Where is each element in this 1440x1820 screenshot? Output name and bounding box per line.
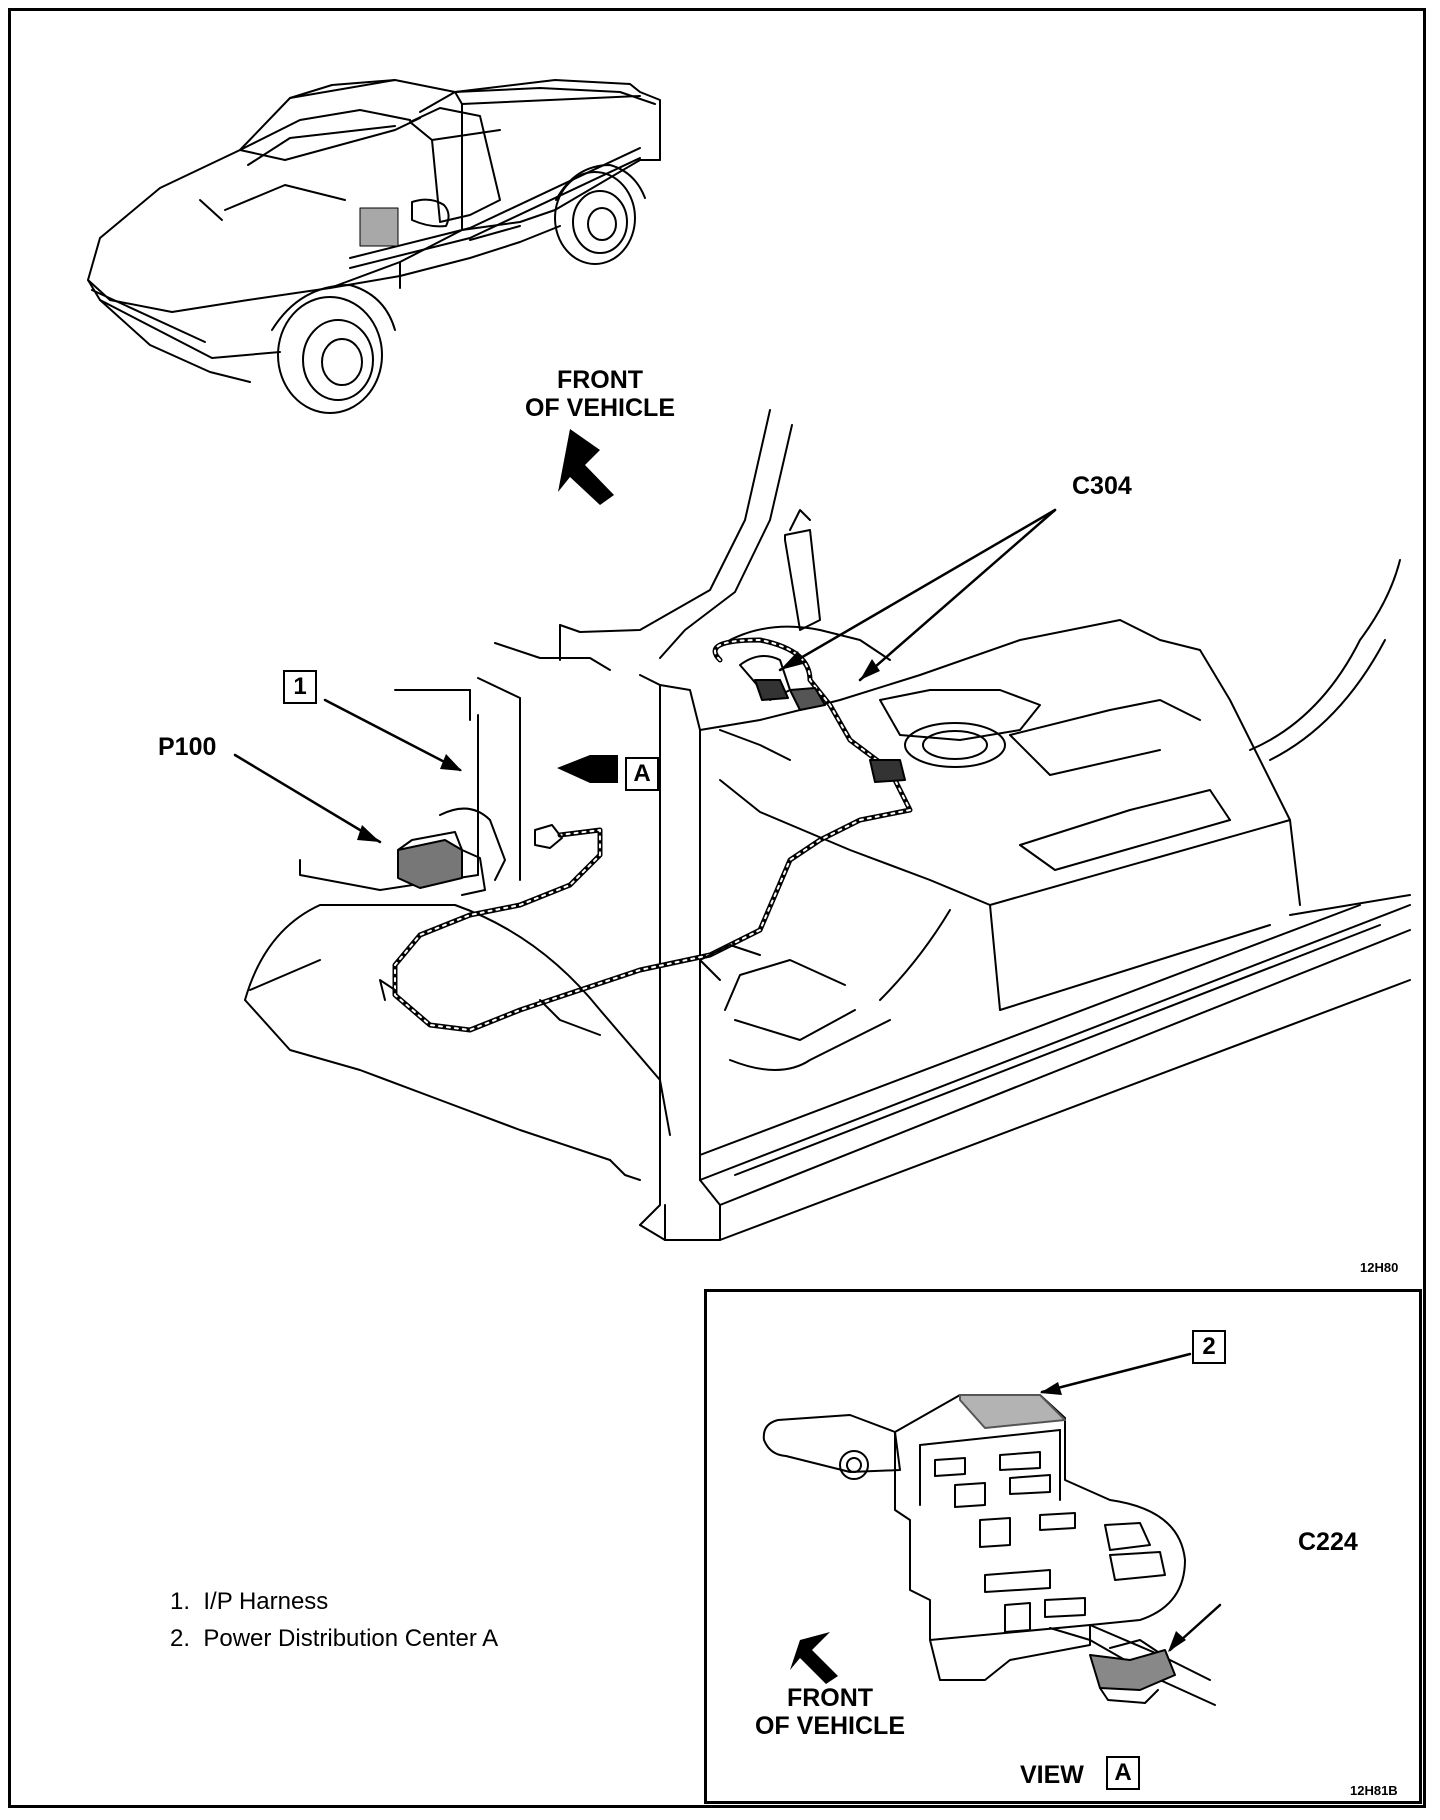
power-distribution-center-illustration [762,1352,1222,1706]
front-of-vehicle-label-inset: FRONT OF VEHICLE [740,1686,920,1739]
front-of-vehicle-inset-line-1: FRONT [786,1684,874,1712]
front-of-vehicle-line-1: FRONT [556,366,644,394]
view-a-inset [704,1289,1422,1804]
view-a-callout-box: A [625,757,659,791]
view-label: VIEW [1020,1761,1084,1789]
drawing-code-main: 12H80 [1360,1260,1399,1275]
p100-label: P100 [158,733,217,761]
pickup-truck-illustration [87,79,661,414]
front-of-vehicle-line-2: OF VEHICLE [524,394,675,422]
cab-cutaway-illustration [233,409,1411,1241]
legend-item: 2. Power Distribution Center A [170,1625,499,1652]
c224-label: C224 [1298,1528,1358,1556]
view-label-callout-box: A [1106,1756,1140,1790]
c304-label: C304 [1072,472,1132,500]
legend-item: 1. I/P Harness [170,1588,329,1615]
front-of-vehicle-label-main: FRONT OF VEHICLE [510,368,690,421]
legend: 1. I/P Harness 2. Power Distribution Cen… [170,1583,498,1657]
front-of-vehicle-inset-line-2: OF VEHICLE [754,1712,905,1740]
drawing-code-inset: 12H81B [1350,1783,1398,1798]
callout-2-box: 2 [1192,1330,1226,1364]
callout-1-box: 1 [283,670,317,704]
diagram-frame [8,8,1426,1808]
